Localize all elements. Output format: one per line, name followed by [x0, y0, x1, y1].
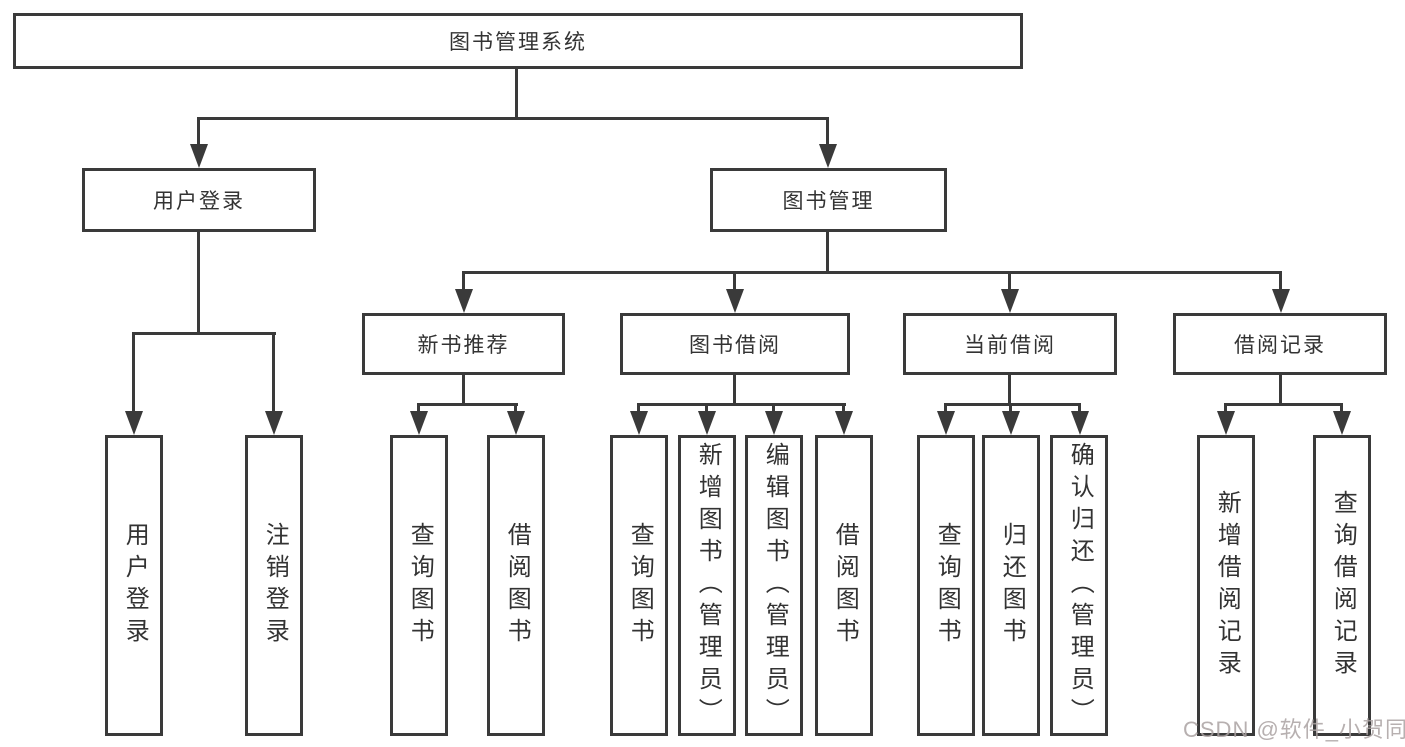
connector-line — [733, 271, 736, 293]
node-label: 图书借阅 — [689, 334, 781, 357]
leaf-logout: 注销登录 — [245, 435, 303, 736]
node-label: 图书管理系统 — [449, 31, 587, 54]
arrowhead-down-icon — [507, 411, 525, 435]
connector-line — [1224, 403, 1343, 406]
csdn-watermark: CSDN @软件_小贺同学 — [1183, 717, 1405, 742]
connector-line — [514, 403, 517, 415]
node-book-management-system: 图书管理系统 — [13, 13, 1023, 69]
node-new-book-recommend: 新书推荐 — [362, 313, 565, 375]
leaf-query-books-borrow: 查询图书 — [610, 435, 668, 736]
node-borrow-records: 借阅记录 — [1173, 313, 1387, 375]
arrowhead-down-icon — [410, 411, 428, 435]
connector-line — [637, 403, 640, 415]
connector-line — [462, 271, 1282, 274]
leaf-borrow-books-recommend: 借阅图书 — [487, 435, 545, 736]
connector-line — [1224, 403, 1227, 415]
node-label: 借阅记录 — [1234, 334, 1326, 357]
connector-line — [132, 332, 135, 416]
connector-line — [515, 68, 518, 119]
connector-line — [197, 117, 200, 149]
arrowhead-down-icon — [630, 411, 648, 435]
arrowhead-down-icon — [1217, 411, 1235, 435]
leaf-add-borrow-record: 新增借阅记录 — [1197, 435, 1255, 736]
node-label: 图书管理 — [782, 190, 875, 213]
connector-line — [417, 403, 518, 406]
connector-line — [1279, 271, 1282, 293]
arrowhead-down-icon — [265, 411, 283, 435]
arrowhead-down-icon — [1001, 289, 1019, 313]
arrowhead-down-icon — [455, 289, 473, 313]
node-label: 新书推荐 — [417, 334, 510, 357]
connector-line — [462, 271, 465, 293]
node-label: 当前借阅 — [964, 334, 1056, 357]
connector-line — [772, 403, 775, 415]
node-user-login: 用户登录 — [82, 168, 316, 232]
leaf-query-books-current: 查询图书 — [917, 435, 975, 736]
arrowhead-down-icon — [1002, 411, 1020, 435]
connector-line — [1340, 403, 1343, 415]
connector-line — [1008, 271, 1011, 293]
leaf-edit-books-admin: 编辑图书（管理员） — [745, 435, 803, 736]
leaf-add-books-admin: 新增图书（管理员） — [678, 435, 736, 736]
node-current-borrow: 当前借阅 — [903, 313, 1117, 375]
arrowhead-down-icon — [125, 411, 143, 435]
connector-line — [705, 403, 708, 415]
arrowhead-down-icon — [190, 144, 208, 168]
connector-line — [272, 332, 275, 416]
connector-line — [944, 403, 1081, 406]
leaf-confirm-return-admin: 确认归还（管理员） — [1050, 435, 1108, 736]
connector-line — [1009, 403, 1012, 415]
arrowhead-down-icon — [765, 411, 783, 435]
leaf-user-login: 用户登录 — [105, 435, 163, 736]
leaf-query-books-recommend: 查询图书 — [390, 435, 448, 736]
arrowhead-down-icon — [698, 411, 716, 435]
arrowhead-down-icon — [819, 144, 837, 168]
leaf-query-borrow-record: 查询借阅记录 — [1313, 435, 1371, 736]
connector-line — [826, 117, 829, 149]
connector-line — [197, 232, 200, 335]
connector-line — [1078, 403, 1081, 415]
arrowhead-down-icon — [1272, 289, 1290, 313]
leaf-borrow-books: 借阅图书 — [815, 435, 873, 736]
arrowhead-down-icon — [1071, 411, 1089, 435]
arrowhead-down-icon — [726, 289, 744, 313]
connector-line — [1279, 375, 1282, 406]
connector-line — [132, 332, 276, 335]
connector-line — [733, 375, 736, 406]
connector-line — [462, 375, 465, 406]
node-book-management: 图书管理 — [710, 168, 947, 232]
node-book-borrow: 图书借阅 — [620, 313, 850, 375]
connector-line — [417, 403, 420, 415]
arrowhead-down-icon — [937, 411, 955, 435]
node-label: 用户登录 — [153, 190, 245, 213]
connector-line — [826, 232, 829, 274]
connector-line — [197, 117, 829, 120]
leaf-return-books: 归还图书 — [982, 435, 1040, 736]
connector-line — [637, 403, 846, 406]
arrowhead-down-icon — [1333, 411, 1351, 435]
arrowhead-down-icon — [835, 411, 853, 435]
connector-line — [1008, 375, 1011, 406]
connector-line — [944, 403, 947, 415]
connector-line — [842, 403, 845, 415]
